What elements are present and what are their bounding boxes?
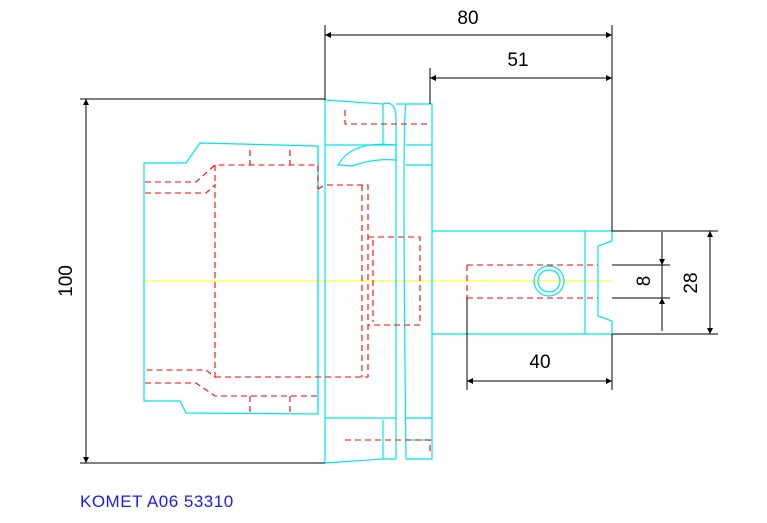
dim-51: 51	[507, 50, 528, 71]
dimension-lines	[83, 32, 713, 463]
dim-80: 80	[457, 8, 478, 29]
dim-28: 28	[681, 272, 702, 293]
part-number-caption: KOMET A06 53310	[80, 492, 234, 511]
extension-lines	[80, 25, 718, 464]
dim-8: 8	[634, 276, 655, 287]
hidden-lines	[145, 110, 598, 455]
dim-40: 40	[529, 352, 550, 373]
dim-100: 100	[56, 265, 77, 297]
tool-outline	[143, 99, 613, 464]
